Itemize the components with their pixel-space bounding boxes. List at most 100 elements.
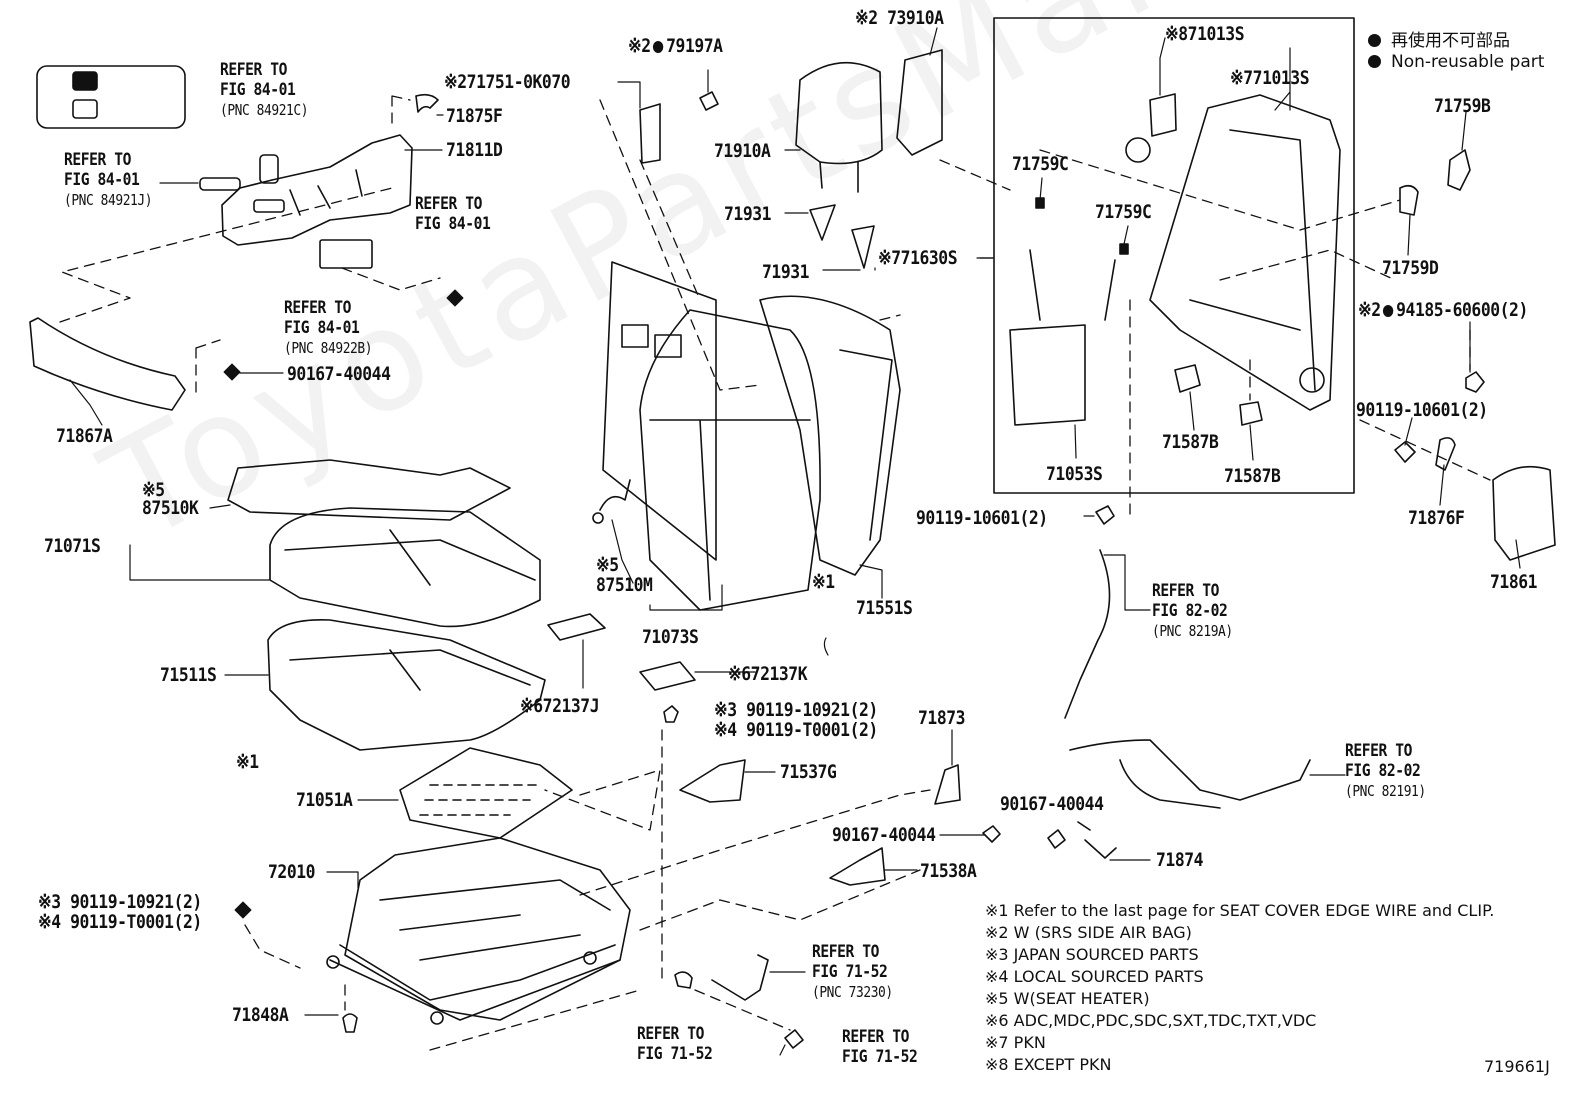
- part-71053S[interactable]: 71053S: [1046, 463, 1103, 485]
- part-90119-T0001-a[interactable]: ※4 90119-T0001(2): [38, 911, 202, 933]
- cover-71875F: [415, 93, 439, 113]
- part-71874[interactable]: 71874: [1156, 849, 1204, 871]
- switch-84921J: [199, 177, 241, 191]
- legend-en: Non-reusable part: [1368, 52, 1544, 72]
- bracket-71873: [934, 764, 961, 805]
- non-reusable-dot-icon: [1383, 305, 1394, 317]
- part-71811D[interactable]: 71811D: [446, 139, 503, 161]
- switch-84922B: [319, 239, 373, 269]
- part-71931-b[interactable]: 71931: [762, 261, 810, 283]
- guide-71759B: [1447, 149, 1471, 191]
- note-6: ※6 ADC,MDC,PDC,SDC,SXT,TDC,TXT,VDC: [985, 1011, 1317, 1030]
- part-71751-0K070[interactable]: ※271751-0K070: [444, 71, 571, 93]
- part-90119-10601-b[interactable]: 90119-10601(2): [916, 507, 1048, 529]
- legend-filled-icon: [72, 71, 98, 91]
- non-reusable-dot-icon: [1368, 34, 1381, 47]
- guide-71759D: [1399, 184, 1419, 216]
- part-71071S[interactable]: 71071S: [44, 535, 101, 557]
- headrest-71910A: [795, 61, 883, 165]
- cover-71537G: [679, 759, 746, 803]
- seat-heater-87510K: [227, 459, 511, 521]
- seatback-frame-group-box: [993, 17, 1355, 494]
- knob-84921C: [259, 154, 279, 184]
- trim-71867A: [29, 317, 186, 411]
- part-71931-a[interactable]: 71931: [724, 203, 772, 225]
- part-72137K[interactable]: ※672137K: [728, 663, 808, 685]
- legend-empty-icon: [72, 99, 98, 119]
- part-87510K[interactable]: 87510K: [142, 497, 199, 519]
- part-71073S[interactable]: 71073S: [642, 626, 699, 648]
- bolt-79197A: [699, 91, 719, 111]
- part-71873[interactable]: 71873: [918, 707, 966, 729]
- part-90119-10921-b[interactable]: ※3 90119-10921(2): [714, 699, 878, 721]
- support-71931-a: [809, 204, 836, 241]
- backboard: [602, 261, 717, 561]
- bracket-71874: [1077, 821, 1117, 859]
- note-2: ※2 W (SRS SIDE AIR BAG): [985, 923, 1192, 942]
- cover-71538A: [829, 847, 886, 886]
- part-71013S-a[interactable]: ※871013S: [1165, 23, 1245, 45]
- mark-1-a: ※1: [236, 751, 259, 773]
- side-shield-71811D: [221, 134, 413, 246]
- part-90167-40044-b[interactable]: 90167-40044: [832, 824, 936, 846]
- part-71848A[interactable]: 71848A: [232, 1004, 289, 1026]
- part-71910A[interactable]: 71910A: [714, 140, 771, 162]
- part-90119-10921-a[interactable]: ※3 90119-10921(2): [38, 891, 202, 913]
- part-90167-40044-c[interactable]: 90167-40044: [1000, 793, 1104, 815]
- part-90167-40044-a[interactable]: 90167-40044: [287, 363, 391, 385]
- part-72137J[interactable]: ※672137J: [520, 695, 600, 717]
- cover-71876F: [1435, 437, 1456, 471]
- part-71876F[interactable]: 71876F: [1408, 507, 1465, 529]
- part-71537G[interactable]: 71537G: [780, 761, 837, 783]
- seatback-frame-71013S: [1149, 94, 1341, 411]
- support-71931-b: [851, 225, 875, 269]
- part-71759D[interactable]: 71759D: [1382, 257, 1439, 279]
- spring-71051A: [399, 747, 573, 839]
- part-71630S[interactable]: ※771630S: [878, 247, 958, 269]
- part-71861[interactable]: 71861: [1490, 571, 1538, 593]
- headrest-support-71861: [1492, 465, 1556, 561]
- mark-5-a: ※5: [142, 479, 165, 501]
- note-8: ※8 EXCEPT PKN: [985, 1055, 1112, 1074]
- part-71013S-b[interactable]: ※771013S: [1230, 67, 1310, 89]
- part-71587B-b[interactable]: 71587B: [1224, 465, 1281, 487]
- part-71759B[interactable]: 71759B: [1434, 95, 1491, 117]
- part-90119-T0001-b[interactable]: ※4 90119-T0001(2): [714, 719, 878, 741]
- mark-1-b: ※1: [812, 571, 835, 593]
- note-5: ※5 W(SEAT HEATER): [985, 989, 1150, 1008]
- belt-73230: [711, 954, 769, 1001]
- note-4: ※4 LOCAL SOURCED PARTS: [985, 967, 1204, 986]
- part-71551S[interactable]: 71551S: [856, 597, 913, 619]
- note-3: ※3 JAPAN SOURCED PARTS: [985, 945, 1199, 964]
- harness-8219A: [1064, 549, 1111, 719]
- part-71538A[interactable]: 71538A: [920, 860, 977, 882]
- recliner-71013S: [1149, 93, 1177, 137]
- part-73910A[interactable]: ※2 73910A: [855, 7, 944, 29]
- part-71759C-a[interactable]: 71759C: [1012, 153, 1069, 175]
- part-71587B-a[interactable]: 71587B: [1162, 431, 1219, 453]
- legend-jp: 再使用不可部品: [1368, 26, 1510, 51]
- part-71875F[interactable]: 71875F: [446, 105, 503, 127]
- part-71511S[interactable]: 71511S: [160, 664, 217, 686]
- part-71759C-b[interactable]: 71759C: [1095, 201, 1152, 223]
- part-71867A[interactable]: 71867A: [56, 425, 113, 447]
- part-71051A[interactable]: 71051A: [296, 789, 353, 811]
- part-87510M[interactable]: 87510M: [596, 574, 653, 596]
- non-reusable-dot-icon: [653, 41, 664, 53]
- part-72010[interactable]: 72010: [268, 861, 316, 883]
- part-90119-10601-a[interactable]: 90119-10601(2): [1356, 399, 1488, 421]
- cushion-cover-71071S: [269, 507, 541, 628]
- bracket-71751: [639, 103, 661, 164]
